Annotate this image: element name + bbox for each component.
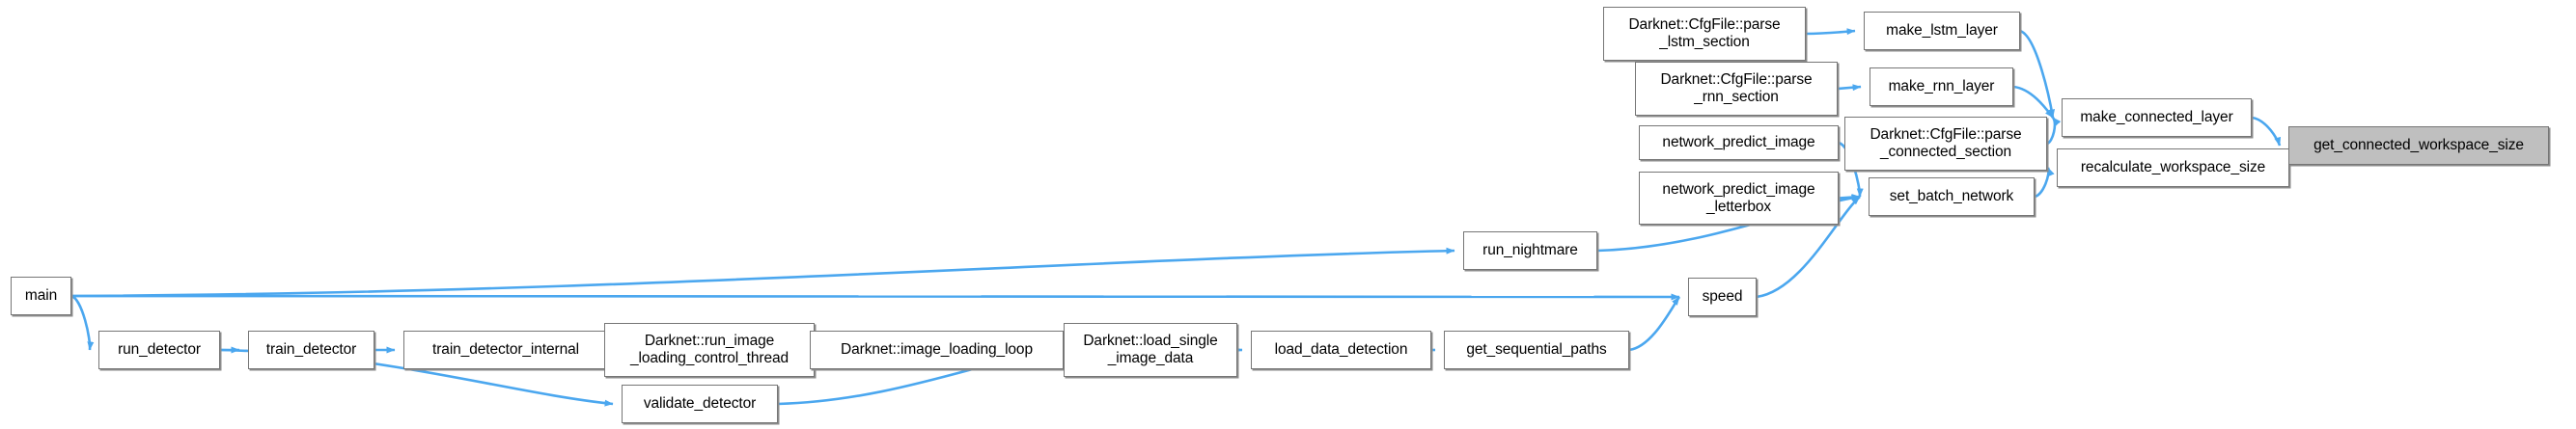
node-load-data-detection[interactable]: load_data_detection bbox=[1251, 331, 1431, 369]
edge-main-to-run-detector bbox=[70, 294, 95, 351]
node-load-single-image-data[interactable]: Darknet::load_single _image_data bbox=[1064, 323, 1237, 377]
node-label: get_sequential_paths bbox=[1466, 341, 1607, 358]
node-parse-rnn-section[interactable]: Darknet::CfgFile::parse _rnn_section bbox=[1635, 62, 1838, 116]
node-get-connected-workspace-size[interactable]: get_connected_workspace_size bbox=[2288, 126, 2549, 165]
node-set-batch-network[interactable]: set_batch_network bbox=[1869, 177, 2035, 216]
node-make-lstm-layer[interactable]: make_lstm_layer bbox=[1864, 12, 2020, 50]
node-label: network_predict_image bbox=[1662, 134, 1815, 150]
node-run-nightmare[interactable]: run_nightmare bbox=[1463, 231, 1597, 270]
node-label: train_detector_internal bbox=[432, 341, 579, 358]
node-label: Darknet::CfgFile::parse _connected_secti… bbox=[1870, 126, 2022, 160]
node-run-detector[interactable]: run_detector bbox=[98, 331, 220, 369]
edge-make-rnn-layer-to-make-connected-layer bbox=[2012, 85, 2055, 119]
node-train-detector-internal[interactable]: train_detector_internal bbox=[403, 331, 608, 369]
node-parse-lstm-section[interactable]: Darknet::CfgFile::parse _lstm_section bbox=[1603, 7, 1806, 61]
node-label: Darknet::load_single _image_data bbox=[1083, 333, 1218, 366]
edge-get-sequential-paths-to-speed bbox=[1628, 296, 1681, 352]
edge-main-to-run-nightmare bbox=[70, 247, 1455, 298]
node-run-image-loading-ctrl[interactable]: Darknet::run_image _loading_control_thre… bbox=[604, 323, 815, 377]
node-make-connected-layer[interactable]: make_connected_layer bbox=[2062, 98, 2252, 137]
edge-parse-lstm-section-to-make-lstm-layer bbox=[1805, 28, 1856, 36]
edge-network-predict-image-letterbox-to-set-batch-network bbox=[1838, 194, 1861, 201]
node-network-predict-image-letterbox[interactable]: network_predict_image _letterbox bbox=[1639, 172, 1839, 225]
node-label: set_batch_network bbox=[1889, 188, 2014, 204]
edge-make-lstm-layer-to-make-connected-layer bbox=[2019, 29, 2056, 119]
node-label: speed bbox=[1702, 288, 1743, 305]
node-make-rnn-layer[interactable]: make_rnn_layer bbox=[1870, 67, 2013, 106]
node-get-sequential-paths[interactable]: get_sequential_paths bbox=[1444, 331, 1629, 369]
node-network-predict-image[interactable]: network_predict_image bbox=[1639, 125, 1839, 160]
edge-parse-rnn-section-to-make-rnn-layer bbox=[1837, 84, 1862, 92]
node-label: recalculate_workspace_size bbox=[2080, 159, 2266, 175]
node-parse-connected-section[interactable]: Darknet::CfgFile::parse _connected_secti… bbox=[1844, 117, 2047, 171]
node-label: Darknet::run_image _loading_control_thre… bbox=[629, 333, 789, 366]
node-label: Darknet::CfgFile::parse _rnn_section bbox=[1660, 71, 1813, 105]
node-label: make_connected_layer bbox=[2080, 109, 2233, 125]
node-label: get_connected_workspace_size bbox=[2313, 137, 2524, 153]
edge-parse-connected-section-to-make-connected-layer bbox=[2046, 117, 2062, 146]
node-label: load_data_detection bbox=[1274, 341, 1408, 358]
node-label: run_nightmare bbox=[1482, 242, 1578, 258]
edge-make-connected-layer-to-get-connected-workspace-size bbox=[2251, 116, 2282, 147]
edge-main-to-speed bbox=[70, 293, 1680, 301]
node-recalculate-workspace-size[interactable]: recalculate_workspace_size bbox=[2057, 148, 2289, 187]
node-train-detector[interactable]: train_detector bbox=[248, 331, 374, 369]
node-validate-detector[interactable]: validate_detector bbox=[622, 385, 778, 423]
node-label: network_predict_image _letterbox bbox=[1662, 180, 1815, 215]
node-label: validate_detector bbox=[643, 395, 757, 412]
node-label: run_detector bbox=[118, 341, 201, 358]
node-label: Darknet::CfgFile::parse _lstm_section bbox=[1628, 16, 1781, 50]
node-speed[interactable]: speed bbox=[1688, 278, 1757, 316]
node-label: train_detector bbox=[265, 341, 357, 358]
node-label: make_rnn_layer bbox=[1888, 78, 1995, 94]
node-image-loading-loop[interactable]: Darknet::image_loading_loop bbox=[810, 331, 1064, 369]
node-label: main bbox=[24, 287, 58, 304]
node-label: make_lstm_layer bbox=[1886, 22, 1998, 39]
node-label: Darknet::image_loading_loop bbox=[841, 341, 1033, 358]
edge-set-batch-network-to-recalculate-workspace-size bbox=[2034, 167, 2055, 199]
node-main[interactable]: main bbox=[11, 277, 71, 315]
